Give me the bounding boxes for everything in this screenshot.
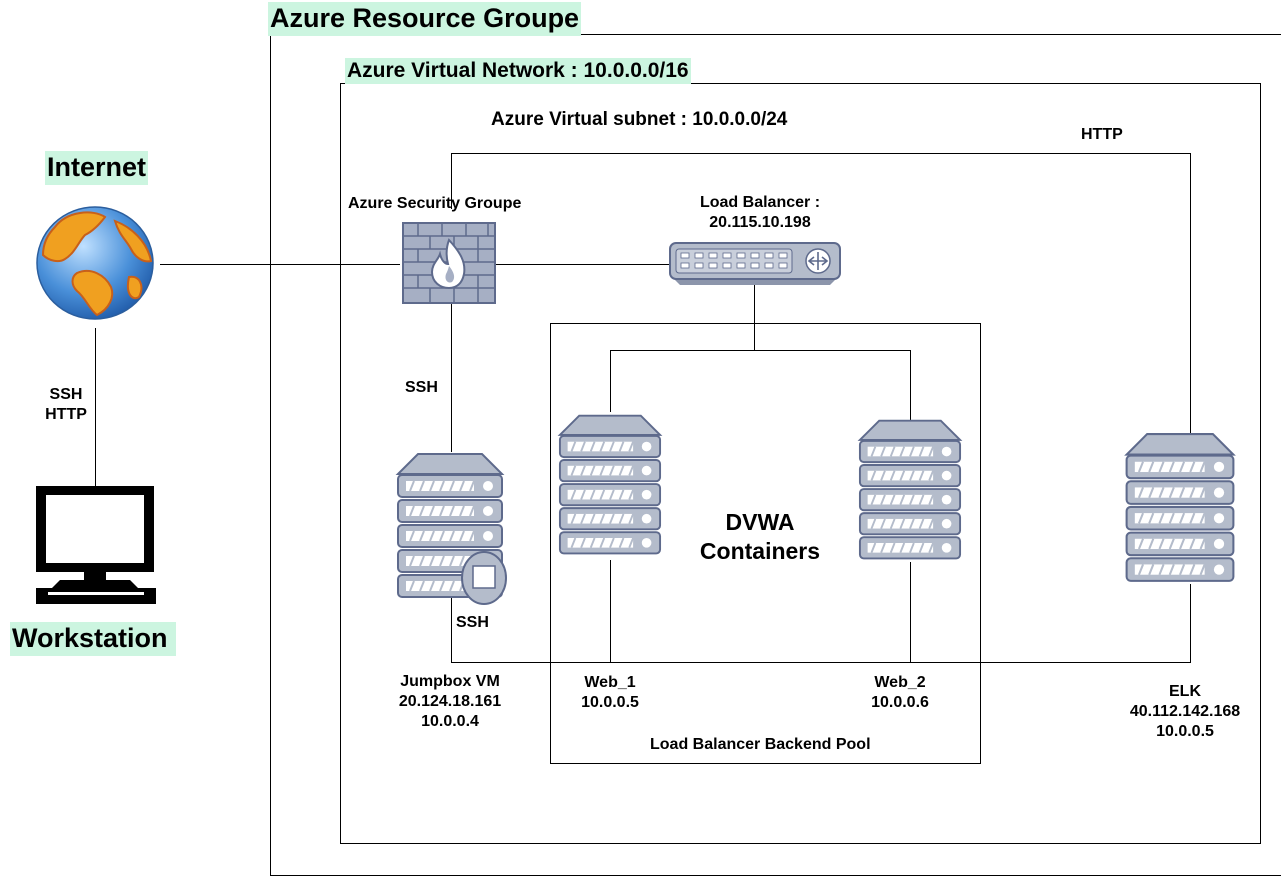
jumpbox-private-ip: 10.0.0.4: [421, 713, 479, 730]
link-subnet-top: [451, 153, 1191, 154]
resource-group-title: Azure Resource Groupe: [268, 2, 582, 36]
jumpbox-label: Jumpbox VM 20.124.18.161 10.0.0.4: [375, 672, 525, 732]
firewall-icon: [402, 222, 496, 304]
link-internet-nsg: [160, 264, 400, 265]
link-nsg-jumpbox: [451, 300, 452, 452]
web1-label: Web_1 10.0.0.5: [560, 673, 660, 713]
vnet-title: Azure Virtual Network : 10.0.0.0/16: [345, 58, 691, 85]
jumpbox-web-ssh-label: SSH: [456, 614, 489, 631]
server-icon: [857, 419, 963, 560]
link-subnet-right-bottom: [1190, 584, 1191, 663]
load-balancer-label: Load Balancer : 20.115.10.198: [670, 193, 850, 233]
security-group-label: Azure Security Groupe: [348, 195, 522, 212]
protocol-ssh: SSH: [49, 386, 83, 403]
jumpbox-name: Jumpbox VM: [400, 673, 500, 690]
link-subnet-left: [451, 153, 452, 209]
server-icon: [1124, 433, 1236, 582]
link-web1-down: [610, 560, 611, 663]
link-pool-web2: [910, 350, 911, 420]
dvwa-line-1: DVWA: [725, 509, 795, 535]
web2-label: Web_2 10.0.0.6: [850, 673, 950, 713]
web2-ip: 10.0.0.6: [871, 694, 929, 711]
subnet-title: Azure Virtual subnet : 10.0.0.0/24: [491, 109, 788, 130]
link-pool-web1: [610, 350, 611, 412]
backend-pool-box: [550, 323, 981, 764]
dvwa-label: DVWA Containers: [680, 508, 840, 566]
vnet-box: [340, 83, 1261, 844]
elk-name: ELK: [1169, 683, 1201, 700]
workstation-protocols: SSH HTTP: [36, 385, 96, 425]
load-balancer-title: Load Balancer :: [699, 194, 821, 211]
load-balancer-ip: 20.115.10.198: [709, 214, 811, 231]
web1-name: Web_1: [584, 674, 636, 691]
link-web2-down: [910, 562, 911, 663]
link-internet-workstation: [95, 328, 96, 486]
backend-pool-label: Load Balancer Backend Pool: [650, 736, 871, 753]
web2-name: Web_2: [874, 674, 926, 691]
link-nsg-lb: [495, 264, 670, 265]
dvwa-line-2: Containers: [699, 537, 821, 564]
elk-http-label: HTTP: [1081, 126, 1123, 143]
monitor-icon: [36, 486, 156, 604]
workstation-label: Workstation: [10, 622, 176, 656]
link-pool-split: [610, 350, 911, 351]
elk-public-ip: 40.112.142.168: [1129, 703, 1241, 720]
server-icon: [557, 414, 663, 555]
globe-icon: [36, 206, 154, 320]
elk-private-ip: 10.0.0.5: [1156, 723, 1214, 740]
link-lb-pool: [754, 285, 755, 351]
server-icon: [395, 453, 507, 605]
nsg-jumpbox-ssh-label: SSH: [405, 379, 438, 396]
link-jumpbox-bottom: [451, 598, 452, 663]
internet-label: Internet: [45, 151, 149, 185]
link-subnet-bottom: [451, 662, 1191, 663]
elk-label: ELK 40.112.142.168 10.0.0.5: [1105, 682, 1265, 742]
jumpbox-public-ip: 20.124.18.161: [398, 693, 502, 710]
web1-ip: 10.0.0.5: [581, 694, 639, 711]
link-subnet-right-top: [1190, 153, 1191, 433]
load-balancer-icon: [669, 242, 841, 285]
protocol-http: HTTP: [45, 406, 87, 423]
